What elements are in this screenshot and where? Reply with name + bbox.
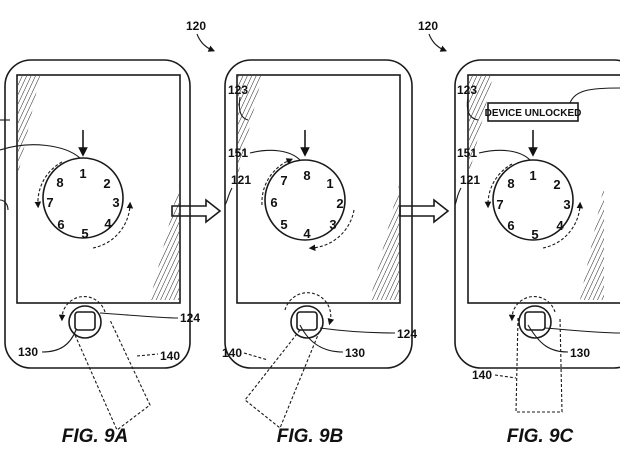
ref-label: 151: [457, 146, 477, 160]
leader-line: [100, 313, 178, 318]
dial-number: 7: [46, 195, 53, 210]
dial-number: 7: [496, 197, 503, 212]
ref-label: 123: [228, 83, 248, 97]
dial-number: 5: [81, 226, 88, 241]
fingerprint-sensor: [525, 312, 545, 330]
fingerprint-sensor: [297, 312, 317, 330]
fingerprint-sensor: [75, 312, 95, 330]
dial-number: 4: [303, 226, 311, 241]
device-screen: [237, 75, 400, 303]
dial-number: 1: [326, 176, 333, 191]
leader-line: [250, 150, 300, 160]
screen-glare: [18, 76, 40, 175]
dial-number: 4: [556, 218, 564, 233]
leader-line: [495, 375, 516, 378]
dial-number: 3: [563, 197, 570, 212]
home-button: [69, 306, 101, 338]
dial-number: 6: [57, 217, 64, 232]
leader-line: [545, 328, 620, 333]
dial-number: 3: [329, 217, 336, 232]
ref-label: 140: [472, 368, 492, 382]
dial-number: 8: [56, 175, 63, 190]
dial-number: 6: [507, 218, 514, 233]
dial-number: 1: [529, 168, 536, 183]
ref-label: 140: [222, 346, 242, 360]
screen-glare: [580, 185, 604, 300]
ref-label: 140: [160, 349, 180, 363]
ref-label: 130: [345, 346, 365, 360]
dial-number: 8: [507, 176, 514, 191]
leader-line: [0, 200, 8, 210]
leader-line: [244, 353, 268, 360]
leader-line: [137, 354, 158, 356]
dial-number: 8: [303, 168, 310, 183]
dial-number: 2: [103, 176, 110, 191]
ref-label: 124: [397, 327, 417, 341]
hollow-right-arrow-icon: [400, 200, 448, 222]
dial-number: 2: [553, 177, 560, 192]
dial-number: 5: [280, 217, 287, 232]
figure-9c: 120 DEVICE UNLOCKED 1 2 3 4 5 6 7 8 123 …: [418, 19, 620, 447]
leader-line: [320, 328, 395, 333]
figure-caption: FIG. 9B: [277, 426, 344, 447]
home-button: [519, 306, 551, 338]
figure-9b: 120 8 1 2 3 4 5 6 7 123 151 121 124 130 …: [186, 19, 417, 447]
ref-label: 151: [228, 146, 248, 160]
screen-glare: [370, 185, 399, 300]
leader-line: [455, 188, 461, 205]
ref-label: 130: [18, 345, 38, 359]
ref-label: 121: [231, 173, 251, 187]
leader-line: [42, 330, 76, 352]
finger: [75, 320, 150, 430]
dial-number: 5: [531, 227, 538, 242]
dial-number: 4: [104, 216, 112, 231]
device-screen: [17, 75, 180, 303]
screen-glare: [150, 185, 179, 300]
ref-label: 123: [457, 83, 477, 97]
figure-caption: FIG. 9C: [507, 426, 574, 447]
ref-label: 130: [570, 346, 590, 360]
dial-number: 7: [280, 173, 287, 188]
figure-9a: 1 2 3 4 5 6 7 8 124 130 140 FIG. 9A: [0, 60, 200, 447]
ref-arrow: [197, 34, 212, 50]
leader-line: [479, 150, 530, 160]
ref-arrow: [429, 34, 444, 50]
dial-number: 2: [336, 196, 343, 211]
ref-label: 120: [186, 19, 206, 33]
ref-label: 121: [460, 173, 480, 187]
ref-label: 120: [418, 19, 438, 33]
dial-number: 3: [112, 195, 119, 210]
finger: [245, 330, 320, 428]
leader-line: [0, 145, 80, 158]
figure-caption: FIG. 9A: [62, 426, 129, 447]
dial-number: 6: [270, 195, 277, 210]
status-message: DEVICE UNLOCKED: [485, 108, 582, 119]
ref-label: 124: [180, 311, 200, 325]
dial-number: 1: [79, 166, 86, 181]
leader-line: [570, 88, 620, 103]
leader-line: [225, 188, 232, 205]
